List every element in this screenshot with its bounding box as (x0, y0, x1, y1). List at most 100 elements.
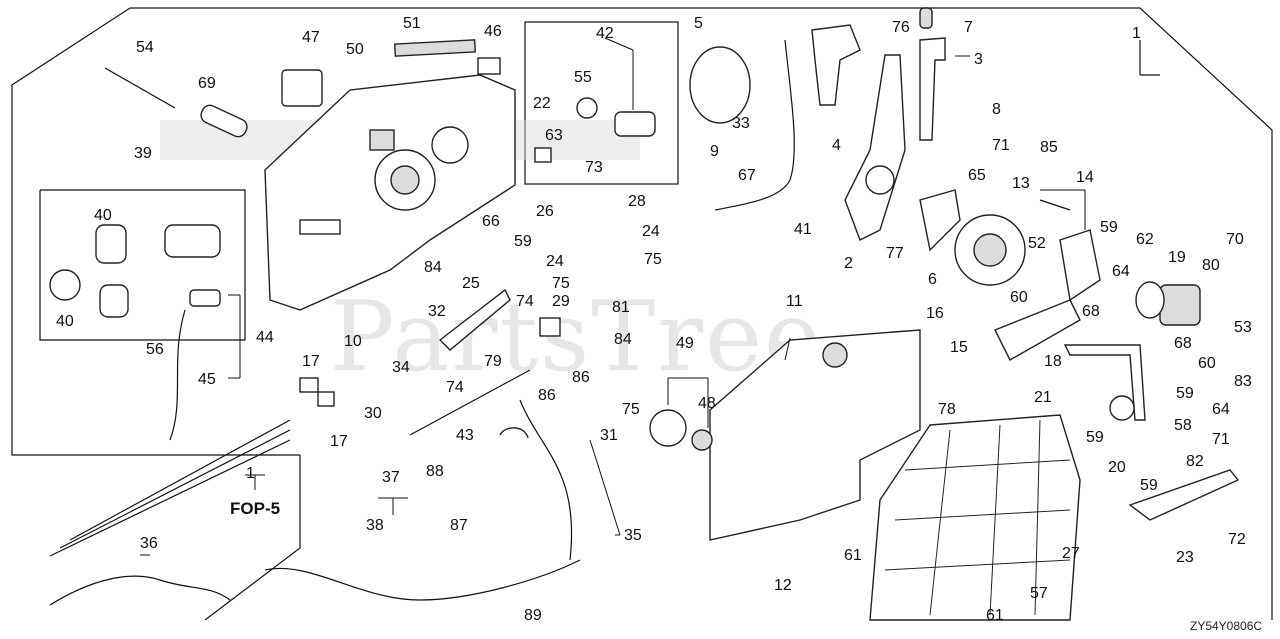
callout-23: 23 (1176, 549, 1194, 566)
callout-54: 54 (136, 39, 154, 56)
callout-1: 1 (1132, 25, 1141, 42)
callout-85: 85 (1040, 139, 1058, 156)
callout-37: 37 (382, 469, 400, 486)
callout-26: 26 (536, 203, 554, 220)
callout-87: 87 (450, 517, 468, 534)
harness-35 (519, 399, 573, 561)
callout-13: 13 (1012, 175, 1030, 192)
callout-74b: 74 (446, 379, 464, 396)
rod-30 (409, 369, 531, 436)
callout-74a: 74 (516, 293, 534, 310)
callout-71a: 71 (992, 137, 1010, 154)
panel-27 (869, 414, 1081, 621)
switch-44 (189, 289, 221, 307)
callout-35: 35 (624, 527, 642, 544)
callout-50: 50 (346, 41, 364, 58)
ref-number: 1 (246, 465, 255, 482)
callout-79: 79 (484, 353, 502, 370)
rubber-19 (1159, 284, 1201, 326)
harness-89 (264, 559, 581, 601)
panel-27-grid (884, 419, 1071, 616)
arm-2 (844, 54, 906, 241)
callout-33: 33 (732, 115, 750, 132)
callout-28: 28 (628, 193, 646, 210)
callout-8: 8 (992, 101, 1001, 118)
plate-6 (919, 189, 961, 252)
callout-32: 32 (428, 303, 446, 320)
knob-7 (919, 7, 933, 29)
cable-end-17b (317, 391, 335, 407)
callout-46: 46 (484, 23, 502, 40)
callout-58: 58 (1174, 417, 1192, 434)
washer-39 (49, 269, 81, 301)
plate-51 (394, 39, 476, 57)
callout-60a: 60 (1010, 289, 1028, 306)
cover-11-hole (822, 342, 848, 368)
harness-36 (49, 575, 231, 606)
cover-11 (709, 329, 921, 541)
callout-57: 57 (1030, 585, 1048, 602)
callout-38: 38 (366, 517, 384, 534)
callout-16: 16 (926, 305, 944, 322)
cam-29 (539, 317, 561, 337)
switch-47 (281, 69, 323, 107)
callout-40a: 40 (94, 207, 112, 224)
watermark: PartsTree (330, 281, 823, 393)
callout-17b: 17 (330, 433, 348, 450)
callout-10: 10 (344, 333, 362, 350)
callout-72: 72 (1228, 531, 1246, 548)
group-box-39 (39, 189, 246, 341)
callout-20: 20 (1108, 459, 1126, 476)
callout-63: 63 (545, 127, 563, 144)
lanyard-45 (169, 309, 186, 441)
callout-55: 55 (574, 69, 592, 86)
callout-56: 56 (146, 341, 164, 358)
harness-41 (714, 39, 795, 211)
callout-77: 77 (886, 245, 904, 262)
key-40b (99, 284, 129, 318)
callout-82: 82 (1186, 453, 1204, 470)
bolt-13 (1039, 199, 1071, 211)
fop-reference-link[interactable]: FOP-5 (230, 499, 280, 518)
callout-75a: 75 (644, 251, 662, 268)
callout-3: 3 (974, 51, 983, 68)
callout-47: 47 (302, 29, 320, 46)
cable-end-17a (299, 377, 319, 393)
callout-29: 29 (552, 293, 570, 310)
callouts: 54 69 47 50 51 46 42 55 22 63 73 5 33 9 … (56, 15, 1252, 624)
clip-46 (477, 57, 501, 75)
bushing-58 (1109, 395, 1135, 421)
callout-21: 21 (1034, 389, 1052, 406)
callout-89: 89 (524, 607, 542, 624)
callout-84b: 84 (614, 331, 632, 348)
control-housing (264, 74, 516, 311)
callout-69: 69 (198, 75, 216, 92)
clamp-43 (499, 427, 529, 439)
callout-53: 53 (1234, 319, 1252, 336)
callout-81: 81 (612, 299, 630, 316)
cap-48 (691, 429, 713, 451)
callout-59d: 59 (1086, 429, 1104, 446)
bracket-52 (1059, 229, 1101, 302)
lever-23 (1128, 469, 1240, 521)
callout-30: 30 (364, 405, 382, 422)
callout-45: 45 (198, 371, 216, 388)
callout-4: 4 (832, 137, 841, 154)
switch-39 (164, 224, 221, 258)
callout-83: 83 (1234, 373, 1252, 390)
callout-59c: 59 (1176, 385, 1194, 402)
callout-80: 80 (1202, 257, 1220, 274)
cables-fop5 (49, 377, 335, 557)
callout-49: 49 (676, 335, 694, 352)
callout-27: 27 (1062, 545, 1080, 562)
callout-75b: 75 (552, 275, 570, 292)
callout-25: 25 (462, 275, 480, 292)
callout-43: 43 (456, 427, 474, 444)
callout-61b: 61 (986, 607, 1004, 624)
handle-4 (811, 24, 861, 106)
callout-39: 39 (134, 145, 152, 162)
callout-59b: 59 (1100, 219, 1118, 236)
callout-60b: 60 (1198, 355, 1216, 372)
lever-3 (919, 37, 946, 141)
